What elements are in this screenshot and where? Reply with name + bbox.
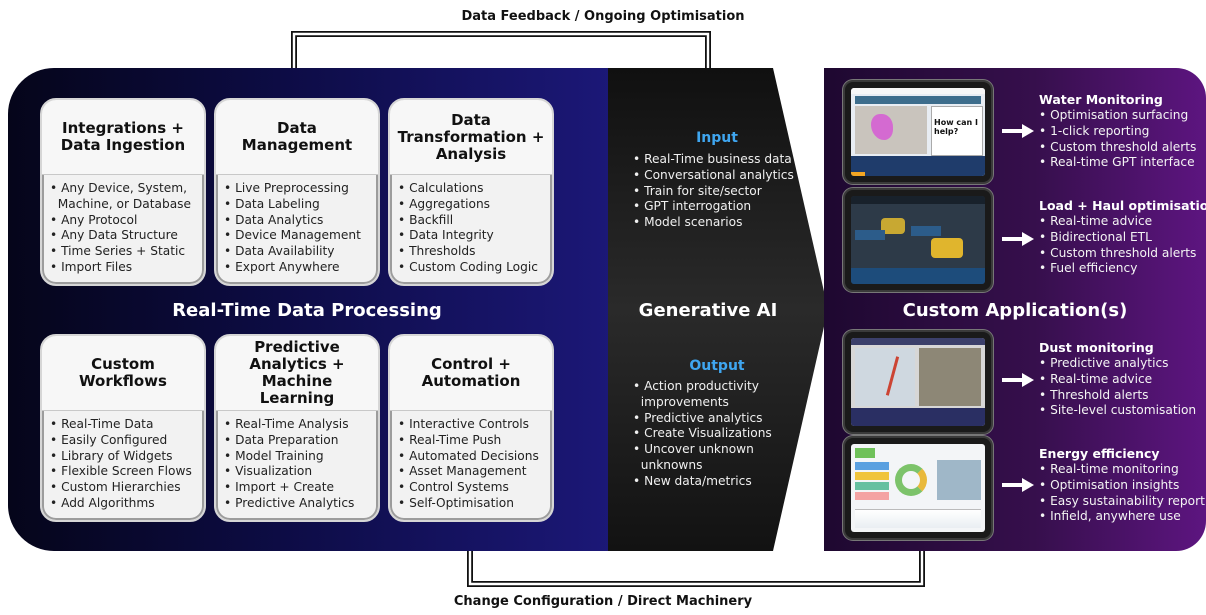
dust-dashboard-screen [851, 338, 985, 426]
gpt-prompt-text: How can I help? [934, 118, 978, 136]
card-integrations: Integrations +Data Ingestion • Any Devic… [40, 98, 206, 286]
app-title-dust: Dust monitoring [1039, 340, 1154, 355]
water-dashboard-screen: How can I help? [851, 88, 985, 176]
tablet-load-haul [843, 188, 993, 292]
card-control-automation: Control +Automation • Interactive Contro… [388, 334, 554, 522]
card-items: • Interactive Controls • Real-Time Push … [398, 417, 539, 510]
card-items: • Real-Time Data • Easily Configured • L… [50, 417, 192, 510]
app-title-water: Water Monitoring [1039, 92, 1163, 107]
feedback-label: Data Feedback / Ongoing Optimisation [461, 9, 745, 24]
app-list-energy: • Real-time monitoring • Optimisation in… [1039, 462, 1205, 524]
tablet-water-monitoring: How can I help? [843, 80, 993, 184]
card-items: • Live Preprocessing • Data Labeling • D… [224, 181, 361, 274]
energy-dashboard-screen [851, 444, 985, 532]
app-list-dust: • Predictive analytics • Real-time advic… [1039, 356, 1197, 418]
tablet-energy-efficiency [843, 436, 993, 540]
load-haul-screen [851, 196, 985, 284]
right-section-title: Custom Application(s) [902, 300, 1128, 321]
card-items: • Real-Time Analysis • Data Preparation … [224, 417, 355, 510]
arrow-right-icon [1002, 478, 1034, 492]
output-list: • Action productivity improvements • Pre… [633, 379, 772, 488]
tablet-dust-monitoring [843, 330, 993, 434]
app-title-load-haul: Load + Haul optimisation [1039, 198, 1206, 213]
generative-ai-title: Generative AI [638, 300, 778, 321]
app-title-energy: Energy efficiency [1039, 446, 1160, 461]
card-title: Control +Automation [390, 336, 552, 411]
app-list-load-haul: • Real-time advice • Bidirectional ETL •… [1039, 214, 1197, 276]
input-list: • Real-Time business data • Conversation… [633, 152, 794, 230]
output-label: Output [689, 358, 745, 374]
arrow-right-icon [1002, 124, 1034, 138]
generative-ai-panel [608, 68, 828, 551]
configuration-label: Change Configuration / Direct Machinery [453, 594, 753, 609]
left-section-title: Real-Time Data Processing [172, 300, 442, 321]
arrow-right-icon [1002, 373, 1034, 387]
arrow-right-icon [1002, 232, 1034, 246]
card-items: • Calculations • Aggregations • Backfill… [398, 181, 538, 274]
input-label: Input [696, 130, 738, 146]
card-items: • Any Device, System, Machine, or Databa… [50, 181, 192, 274]
app-list-water: • Optimisation surfacing • 1-click repor… [1039, 108, 1197, 170]
card-title: Integrations +Data Ingestion [42, 100, 204, 175]
